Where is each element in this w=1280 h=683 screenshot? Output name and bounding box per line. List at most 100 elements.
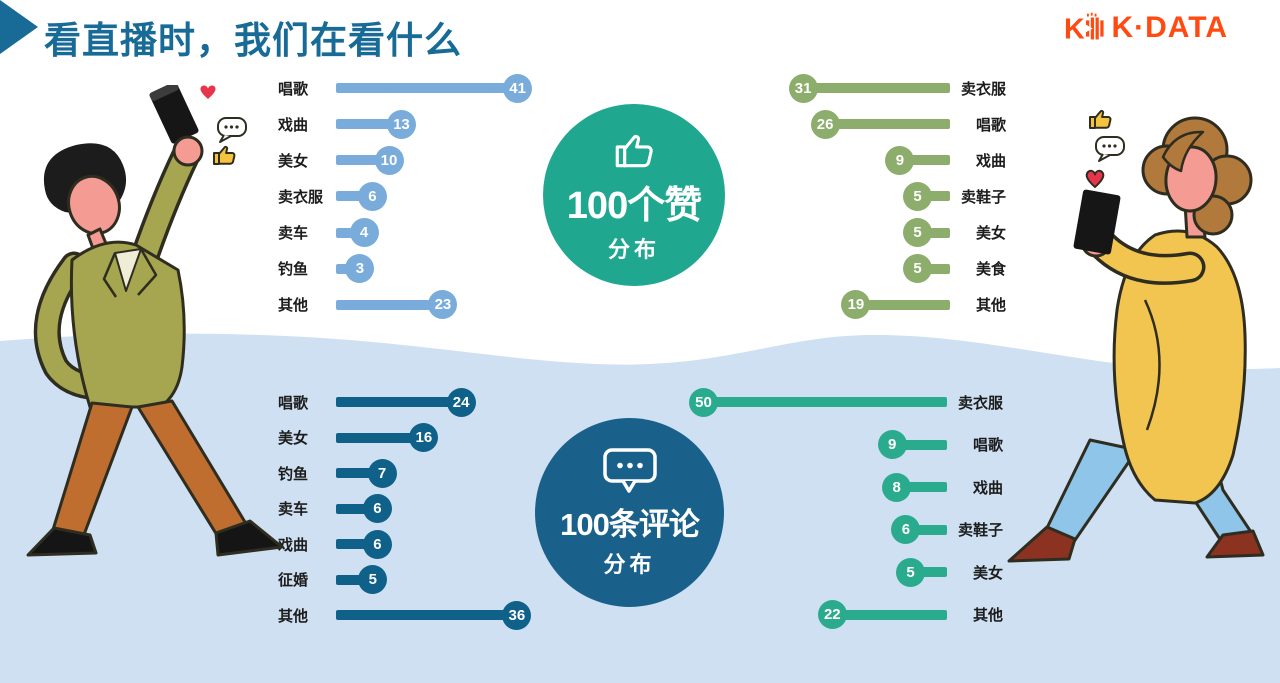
bar-value-circle: 4 [349,218,379,248]
bar [336,155,390,166]
bar-value-circle: 31 [788,73,818,103]
bar-row: 5 美女 [785,218,1075,248]
bar [917,263,950,274]
thumbs-up-icon [1089,109,1112,129]
bar-row: 卖衣服 6 [250,181,550,211]
bar-area: 50 [685,387,947,417]
bar-value-circle: 36 [502,600,532,630]
bar-value-circle: 19 [841,290,871,320]
bar-category-label: 卖车 [278,501,309,518]
bar-area: 5 [785,181,950,211]
bar-area: 6 [685,515,947,545]
thumbs-up-icon [615,134,653,168]
bar [336,503,378,514]
svg-text:K: K [1065,14,1085,46]
bar-value-circle: 5 [903,254,932,284]
bar-value-circle: 5 [903,218,932,248]
bar-area: 8 [685,472,947,502]
bar-area: 26 [785,109,950,139]
comments-badge: 100条评论 分布 [535,418,724,607]
bar-row: 5 美食 [785,254,1075,284]
bar [336,539,378,549]
likes-badge-subtitle: 分布 [607,237,660,262]
man-illustration [26,85,284,557]
bar-value-circle: 6 [891,515,921,545]
bar [910,567,947,578]
bar-value-circle: 7 [367,458,397,488]
comment-bubble-icon [1095,136,1125,162]
bar-value-circle: 9 [885,145,915,175]
bar-category-label: 唱歌 [975,116,1006,134]
bar-category-label: 其他 [975,297,1006,315]
logo-text: K·DATA [1111,11,1228,44]
bar-category-label: 美女 [278,152,309,170]
bar-category-label: 钓鱼 [278,465,309,483]
bar-area: 19 [785,290,950,320]
likes-badge-title: 100个赞 [566,185,702,227]
bar-category-label: 其他 [972,607,1003,625]
bar-category-label: 征婚 [278,572,309,589]
bar-value-circle: 50 [689,387,718,417]
bar-value-circle: 24 [446,387,476,417]
bar-category-label: 唱歌 [972,437,1003,455]
bar-value-circle: 6 [362,529,392,559]
bar-category-label: 美女 [278,430,309,447]
bar-value-circle: 6 [357,181,387,211]
bar-category-label: 美女 [972,564,1003,582]
bar [336,119,402,130]
bar-row: 钓鱼 7 [250,458,550,488]
bar [896,482,947,493]
bar [336,610,518,620]
bar-row: 19 其他 [785,290,1075,320]
bar-row: 9 唱歌 [685,430,1015,460]
comments-badge-title: 100条评论 [560,506,700,542]
bar-category-label: 其他 [278,607,309,625]
bar-value-circle: 16 [409,423,439,452]
bar [891,439,947,450]
bar [336,468,383,478]
bar-category-label: 美女 [975,225,1006,243]
bar [336,574,374,585]
bar-value-circle: 10 [374,145,404,175]
comment-bubble-icon [602,447,657,493]
bar-category-label: 唱歌 [278,80,309,98]
comment-bubble-icon [217,117,247,143]
bar [336,432,425,443]
heart-icon [1085,169,1105,188]
page-title: 看直播时，我们在看什么 [44,20,462,61]
bar [703,397,947,407]
bar-row: 5 美女 [685,557,1015,587]
bar [336,191,373,202]
bar-area: 9 [785,145,950,175]
likes-badge: 100个赞 分布 [543,104,725,286]
thumbs-up-icon [213,145,236,165]
bar-category-label: 美食 [975,261,1006,279]
bar-category-label: 卖衣服 [278,188,324,206]
bar [336,299,444,310]
bar [917,191,950,202]
bar-category-label: 戏曲 [972,479,1003,497]
bar-row: 其他 36 [250,600,550,630]
wave-divider [0,333,1280,383]
bar-value-circle: 5 [896,557,925,587]
bar [336,397,462,407]
bar-row: 26 唱歌 [785,109,1075,139]
bar [831,609,947,620]
bar-category-label: 戏曲 [278,116,309,134]
bar [905,524,947,535]
bar-value-circle: 23 [428,290,458,320]
bar-value-circle: 9 [877,430,907,460]
heart-icon [200,85,216,99]
